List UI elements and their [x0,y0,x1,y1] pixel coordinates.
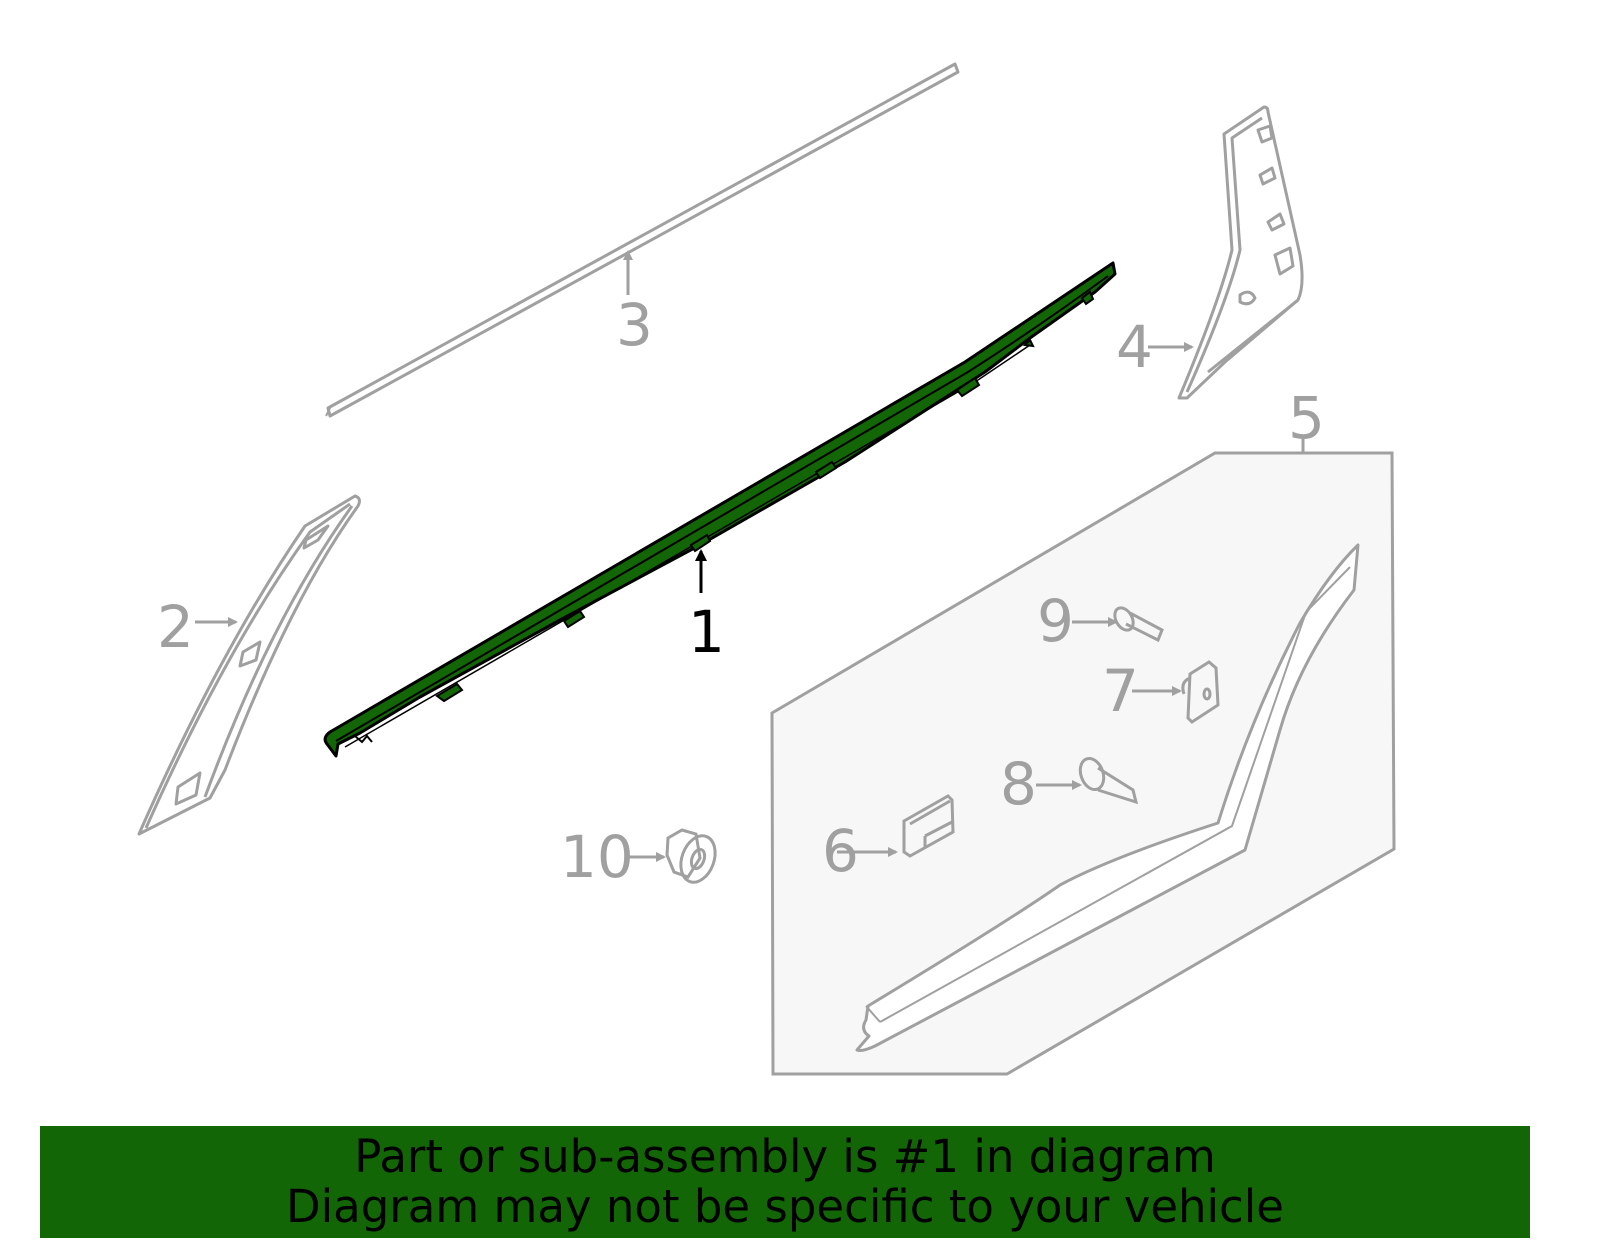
part-1-belt-molding[interactable] [323,261,1117,758]
part-2-front-pillar-trim[interactable] [137,494,361,836]
info-banner: Part or sub-assembly is #1 in diagram Di… [40,1126,1530,1238]
callout-10[interactable]: 10 [560,823,634,891]
callout-3[interactable]: 3 [616,291,653,359]
callout-9[interactable]: 9 [1037,587,1074,655]
callout-5[interactable]: 5 [1288,384,1325,452]
banner-line-2: Diagram may not be specific to your vehi… [286,1180,1284,1233]
part-4-rear-pillar-trim[interactable] [1148,105,1304,400]
banner-line-1: Part or sub-assembly is #1 in diagram [354,1130,1216,1183]
part-3-window-strip[interactable] [325,62,960,418]
part-8-screw[interactable] [1036,755,1139,805]
callout-2[interactable]: 2 [157,593,194,661]
part-7-nut-clip[interactable] [1132,660,1220,724]
callout-1[interactable]: 1 [688,598,725,666]
callout-6[interactable]: 6 [822,817,859,885]
callout-8[interactable]: 8 [1000,750,1037,818]
part-5-molding-kit-panel[interactable] [770,439,1396,1076]
part-10-nut[interactable] [627,828,721,887]
part-6-clip[interactable] [837,794,955,858]
callout-7[interactable]: 7 [1102,657,1139,725]
part-9-bolt[interactable] [1072,605,1164,643]
callout-4[interactable]: 4 [1116,313,1153,381]
